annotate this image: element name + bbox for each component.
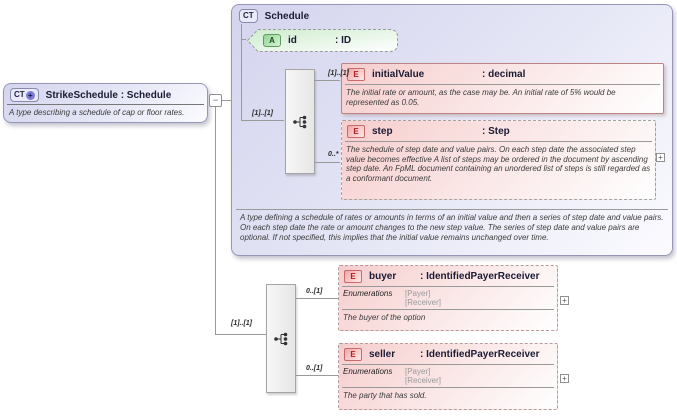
complextype-global-icon: CT+	[10, 88, 39, 102]
attribute-id-box[interactable]: A id : ID	[246, 29, 399, 52]
divider	[342, 364, 554, 365]
complextype-icon: CT	[239, 9, 258, 23]
attribute-icon: A	[263, 34, 281, 47]
strikeschedule-type-box[interactable]: CT+ StrikeSchedule : Schedule A type des…	[3, 83, 208, 123]
seller-enumerations: Enumerations [Payer] [Receiver]	[339, 366, 557, 386]
element-name: seller	[369, 349, 396, 360]
element-icon: E	[347, 68, 365, 81]
element-icon: E	[344, 348, 362, 361]
element-buyer-description: The buyer of the option	[343, 313, 426, 322]
extension-sequence-compositor[interactable]	[266, 284, 296, 393]
element-icon: E	[344, 270, 362, 283]
element-type: : decimal	[482, 69, 526, 80]
enumeration-value: [Receiver]	[405, 376, 442, 385]
collapse-toggle[interactable]: −	[209, 94, 222, 107]
element-seller-box[interactable]: E seller : IdentifiedPayerReceiver Enume…	[338, 343, 558, 410]
buyer-enumerations: Enumerations [Payer] [Receiver]	[339, 288, 557, 308]
enumeration-value: [Receiver]	[405, 298, 442, 307]
schedule-type-box[interactable]: CT Schedule A id : ID	[231, 4, 673, 256]
cardinality-label: [1]..[1]	[252, 110, 273, 117]
sequence-icon	[274, 332, 288, 345]
sequence-icon	[293, 115, 307, 128]
divider	[345, 84, 660, 85]
element-type: : IdentifiedPayerReceiver	[420, 349, 540, 360]
complextype-icon-label: CT	[14, 90, 25, 99]
attribute-id-content: A id : ID	[263, 29, 351, 52]
sequence-compositor[interactable]	[285, 69, 315, 174]
strikeschedule-description: A type describing a schedule of cap or f…	[9, 108, 185, 117]
divider	[342, 286, 554, 287]
buyer-expand-toggle[interactable]: +	[560, 296, 569, 305]
cardinality-label: [1]..[1]	[328, 70, 349, 77]
step-expand-toggle[interactable]: +	[656, 153, 665, 162]
cardinality-label: 0..*	[328, 151, 339, 158]
schedule-header: CT Schedule	[232, 5, 672, 24]
attribute-type: : ID	[335, 35, 352, 46]
strikeschedule-title: StrikeSchedule : Schedule	[45, 89, 172, 101]
divider	[342, 309, 554, 310]
element-initialvalue-box[interactable]: E initialValue : decimal The initial rat…	[341, 63, 664, 114]
element-type: : Step	[482, 126, 510, 137]
divider	[342, 387, 554, 388]
enumeration-value: [Payer]	[405, 367, 431, 376]
element-name: step	[372, 126, 393, 137]
element-step-header: E step : Step	[342, 121, 655, 140]
enumeration-values: [Payer] [Receiver]	[405, 289, 441, 307]
element-step-description: The schedule of step date and value pair…	[346, 145, 651, 183]
seller-expand-toggle[interactable]: +	[560, 374, 569, 383]
element-initialvalue-header: E initialValue : decimal	[342, 64, 663, 83]
element-initialvalue-description: The initial rate or amount, as the case …	[346, 88, 616, 107]
schedule-title: Schedule	[264, 10, 310, 22]
attribute-name: id	[288, 35, 297, 46]
divider	[236, 209, 668, 210]
element-step-box[interactable]: E step : Step The schedule of step date …	[341, 120, 656, 200]
enumeration-values: [Payer] [Receiver]	[405, 367, 441, 385]
divider	[7, 104, 204, 105]
cardinality-label: [1]..[1]	[231, 320, 252, 327]
cardinality-label: 0..[1]	[306, 288, 323, 295]
schedule-description: A type defining a schedule of rates or a…	[240, 213, 664, 242]
plus-circle-icon: +	[25, 90, 35, 100]
element-name: initialValue	[372, 69, 425, 80]
element-icon: E	[347, 125, 365, 138]
element-type: : IdentifiedPayerReceiver	[420, 271, 540, 282]
divider	[345, 141, 652, 142]
strikeschedule-header: CT+ StrikeSchedule : Schedule	[4, 84, 207, 103]
enumerations-label: Enumerations	[343, 289, 393, 298]
element-buyer-header: E buyer : IdentifiedPayerReceiver	[339, 266, 557, 285]
element-buyer-box[interactable]: E buyer : IdentifiedPayerReceiver Enumer…	[338, 265, 558, 331]
element-seller-description: The party that has sold.	[343, 391, 427, 400]
element-name: buyer	[369, 271, 397, 282]
enumerations-label: Enumerations	[343, 367, 393, 376]
element-seller-header: E seller : IdentifiedPayerReceiver	[339, 344, 557, 363]
cardinality-label: 0..[1]	[306, 365, 323, 372]
attribute-shape	[246, 29, 398, 52]
enumeration-value: [Payer]	[405, 289, 431, 298]
